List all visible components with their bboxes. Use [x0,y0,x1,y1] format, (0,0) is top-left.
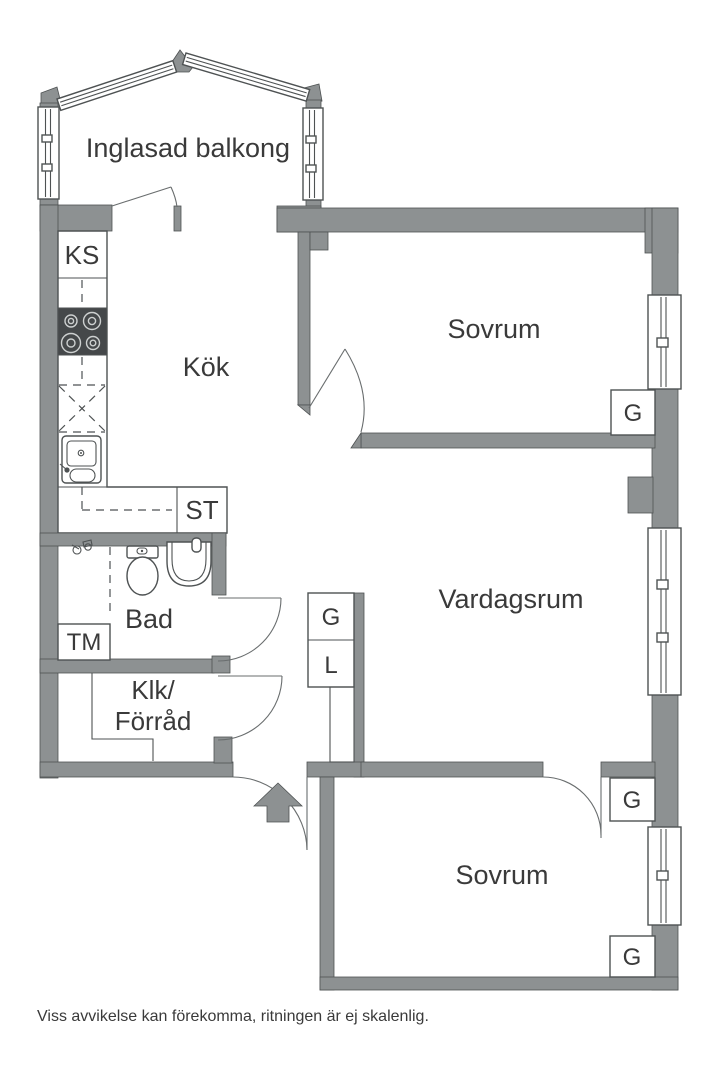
divider-slant-end [296,404,311,416]
bedroom-bottom: G G Sovrum [455,776,682,978]
closet-door [217,675,283,741]
wardrobe-box [610,389,656,436]
wardrobe-box [609,935,656,978]
toilet-icon [126,545,159,596]
room-label-balcony: Inglasad balkong [86,133,290,163]
balcony-slope-window-left [56,59,178,112]
label-wardrobe: G [623,787,642,814]
room-label-closet-line2: Förråd [115,706,192,736]
room-label-closet-line1: Klk/ [131,675,175,705]
washbasin-icon [166,537,212,587]
divider-junction-block [309,231,329,251]
bedroom-top-wall-slant [350,431,362,449]
bedroom-bottom-window [647,826,682,926]
kitchen-bedroom-divider [297,231,311,406]
label-washing-machine: TM [67,629,102,656]
stove-burners [60,311,102,354]
room-label-kitchen: Kök [183,352,230,382]
top-wall [276,207,679,233]
balcony-door-post [173,205,182,232]
wardrobe-box [609,777,656,822]
room-label-bathroom: Bad [125,604,173,634]
living-bottom-wall-right [600,761,656,778]
label-wardrobe: G [624,400,643,427]
washing-machine-box [57,623,111,661]
bathroom: TM Bad [39,532,282,674]
hall-niche [329,686,355,763]
living-room-window [647,527,682,696]
room-label-living: Vardagsrum [438,584,583,614]
bedroom-bottom-bottom-wall [319,976,679,991]
label-fridge: KS [65,240,100,270]
kitchen: KS ST Kök [57,230,230,534]
left-wall [39,204,59,779]
label-wardrobe: G [623,944,642,971]
bathroom-door [217,597,282,662]
label-hall-linen: L [324,652,337,679]
bedroom-top-door [308,348,365,433]
balcony-window-right [302,107,324,201]
closet-shelf-line [91,673,154,761]
label-hall-wardrobe: G [322,604,341,631]
bedroom-bottom-door [542,776,602,838]
label-cleaning-cabinet: ST [185,495,218,525]
bedroom-top-window [647,294,682,390]
entrance-arrow-icon [253,782,303,823]
balcony-window-left [37,106,60,200]
room-label-bedroom-top: Sovrum [447,314,540,344]
balcony-door [111,186,178,208]
living-bottom-wall-left [360,761,544,778]
bathroom-right-wall [211,532,227,596]
closet-storage-room: Klk/ Förråd [91,673,283,764]
disclaimer-text: Viss avvikelse kan förekomma, ritningen … [37,1008,429,1025]
kitchen-sink [59,435,102,484]
shower-mixer-icon [71,539,93,555]
closet-door-stub [213,736,233,764]
bedroom-bottom-left-wall [319,776,335,991]
bathroom-door-stub [211,655,231,674]
hallway: G L [232,592,355,851]
bathroom-bottom-wall [39,658,215,674]
right-wall-pilaster [627,476,654,514]
bottom-wall-left-section [39,761,234,778]
bedroom-top: G Sovrum [296,231,682,449]
balcony-slope-window-right [181,52,311,103]
bottom-wall-entry-right [306,761,365,778]
living-room: Vardagsrum [438,527,682,696]
hall-closet-side-wall [353,592,365,778]
kitchen-counter [57,230,228,534]
room-label-bedroom-bottom: Sovrum [455,860,548,890]
balcony: Inglasad balkong [37,49,324,233]
stove [57,307,108,356]
